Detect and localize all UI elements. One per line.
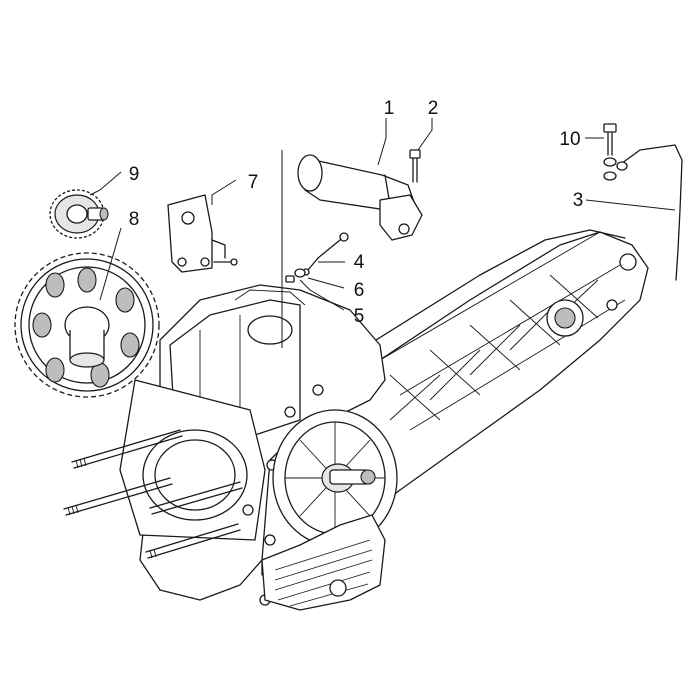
callout-10: 10 <box>559 129 580 150</box>
screw <box>409 149 421 183</box>
callout-3: 3 <box>573 190 584 211</box>
oil-sump <box>261 514 386 611</box>
starter-motor <box>297 154 423 241</box>
callout-6: 6 <box>354 280 365 301</box>
ground-cable <box>302 232 349 276</box>
sensor-cable-assembly <box>603 123 683 281</box>
callout-8: 8 <box>129 209 140 230</box>
starter-driven-gear <box>14 252 160 398</box>
idler-gear <box>49 189 109 239</box>
callout-numbers: 1 2 3 4 5 6 7 8 9 10 <box>129 98 584 327</box>
callout-1: 1 <box>384 98 395 119</box>
callout-9: 9 <box>129 164 140 185</box>
callout-2: 2 <box>428 98 439 119</box>
leader-lines <box>89 118 676 348</box>
bolt-and-washer <box>285 268 306 283</box>
callout-4: 4 <box>354 252 365 273</box>
callout-5: 5 <box>354 306 365 327</box>
pulley-cover <box>272 409 398 547</box>
mounting-bracket <box>167 194 238 273</box>
callout-7: 7 <box>248 172 259 193</box>
cylinder-studs <box>63 429 243 559</box>
